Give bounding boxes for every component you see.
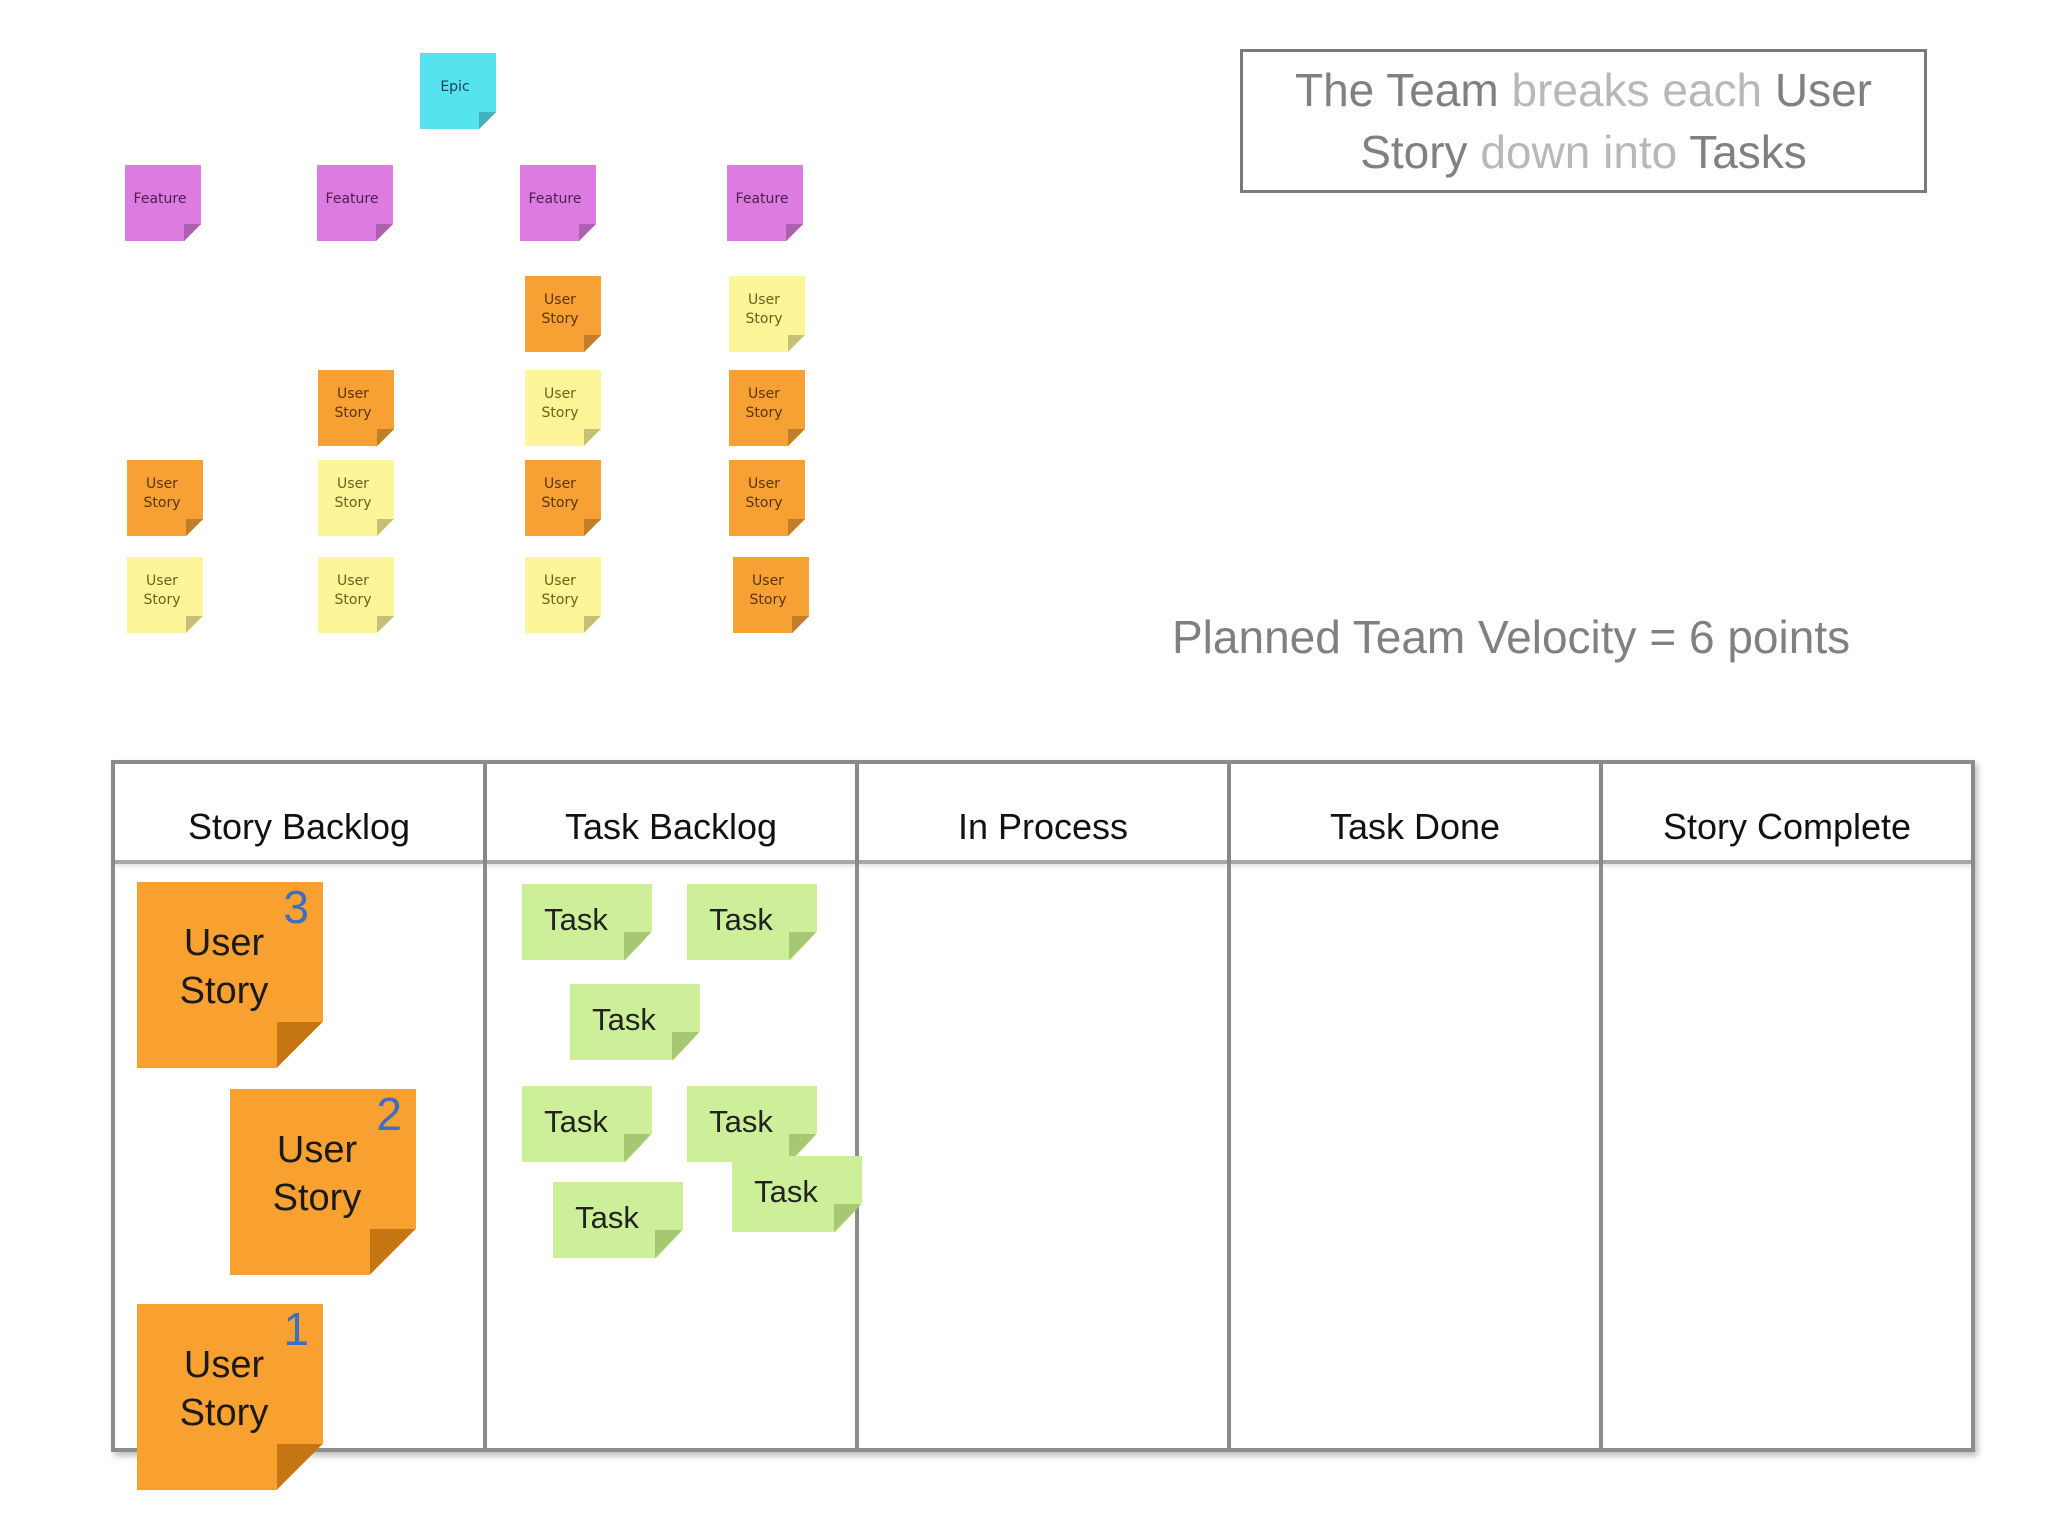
story-points: 3 <box>283 881 309 933</box>
callout-segment: User Story <box>1360 64 1872 178</box>
user-story-note: User Story <box>729 276 805 352</box>
column-task-backlog: Task Backlog Task Task Task Task Task Ta… <box>487 764 862 1448</box>
user-story-card[interactable]: 3 User Story <box>137 882 323 1068</box>
task-card[interactable]: Task <box>687 884 817 960</box>
callout-box: The Team breaks each User Story down int… <box>1240 49 1927 193</box>
task-board: Story Backlog 3 User Story 2 User Story … <box>111 760 1975 1490</box>
feature-note: Feature <box>727 165 803 241</box>
user-story-note: User Story <box>733 557 809 633</box>
column-header: Task Done <box>1231 764 1599 864</box>
user-story-note: User Story <box>318 460 394 536</box>
user-story-note: User Story <box>127 557 203 633</box>
feature-note: Feature <box>317 165 393 241</box>
column-header: Task Backlog <box>487 764 855 864</box>
planned-velocity: Planned Team Velocity = 6 points <box>1172 611 1851 663</box>
user-story-card[interactable]: 1 User Story <box>137 1304 323 1490</box>
task-card[interactable]: Task <box>687 1086 817 1162</box>
task-card[interactable]: Task <box>570 984 700 1060</box>
task-card[interactable]: Task <box>522 884 652 960</box>
user-story-note: User Story <box>318 370 394 446</box>
column-header: In Process <box>859 764 1227 864</box>
epic-note: Epic <box>420 53 496 129</box>
story-points: 2 <box>376 1088 402 1140</box>
story-label: User Story <box>179 1344 269 1434</box>
user-story-note: User Story <box>525 460 601 536</box>
user-story-card[interactable]: 2 User Story <box>230 1089 416 1275</box>
column-header: Story Complete <box>1603 764 1971 864</box>
user-story-note: User Story <box>525 276 601 352</box>
column-story-complete: Story Complete <box>1603 764 1971 1448</box>
column-in-process: In Process <box>859 764 1231 1448</box>
feature-note: Feature <box>125 165 201 241</box>
feature-note: Feature <box>520 165 596 241</box>
column-header: Story Backlog <box>115 764 483 864</box>
story-label: User Story <box>272 1129 362 1219</box>
callout-segment: down into <box>1480 126 1690 178</box>
column-task-done: Task Done <box>1231 764 1603 1448</box>
user-story-note: User Story <box>525 370 601 446</box>
callout-segment: Tasks <box>1689 126 1807 178</box>
callout-segment: The Team <box>1295 64 1512 116</box>
story-label: User Story <box>179 922 269 1012</box>
callout-text: The Team breaks each User Story down int… <box>1284 59 1884 183</box>
user-story-note: User Story <box>525 557 601 633</box>
column-story-backlog: Story Backlog 3 User Story 2 User Story … <box>115 764 487 1490</box>
task-card[interactable]: Task <box>553 1182 683 1258</box>
user-story-note: User Story <box>318 557 394 633</box>
user-story-note: User Story <box>729 460 805 536</box>
user-story-note: User Story <box>729 370 805 446</box>
callout-segment: breaks each <box>1511 64 1775 116</box>
story-points: 1 <box>283 1303 309 1355</box>
task-card[interactable]: Task <box>732 1156 862 1232</box>
user-story-note: User Story <box>127 460 203 536</box>
task-card[interactable]: Task <box>522 1086 652 1162</box>
